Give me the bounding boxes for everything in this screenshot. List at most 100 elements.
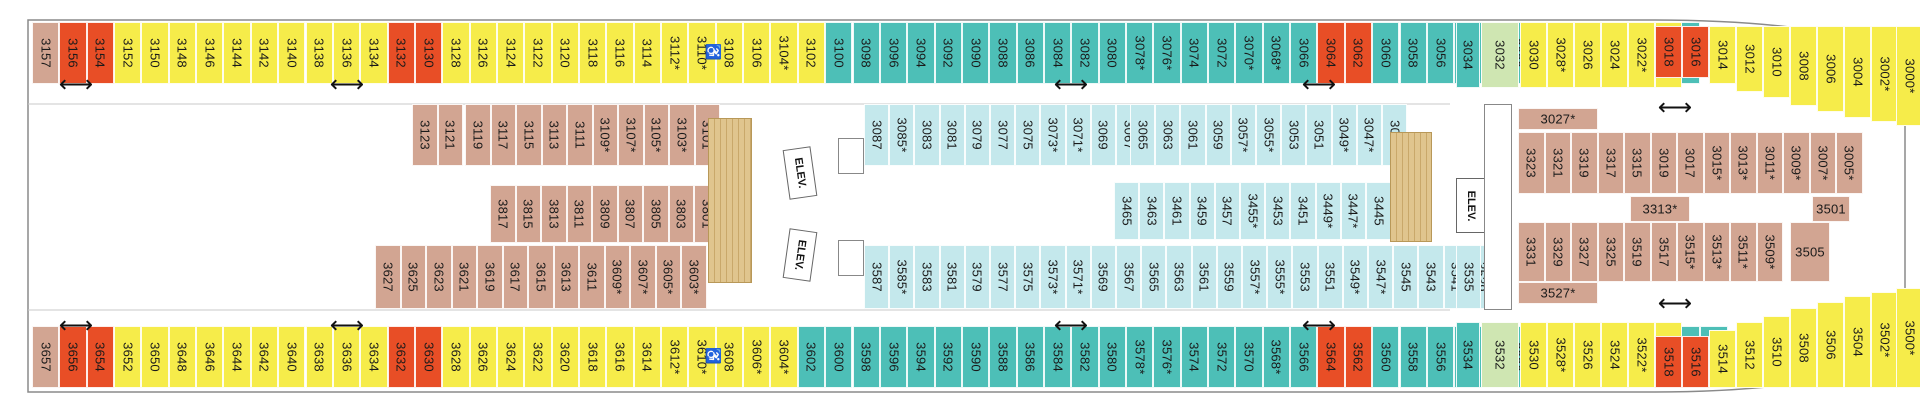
cabin-3104[interactable]: 3104* — [770, 22, 798, 84]
cabin-3513[interactable]: 3513* — [1703, 222, 1730, 282]
cabin-3124[interactable]: 3124 — [496, 22, 525, 84]
cabin-3079[interactable]: 3079 — [964, 104, 990, 166]
cabin-3100[interactable]: 3100 — [825, 22, 853, 84]
cabin-3315[interactable]: 3315 — [1624, 132, 1651, 194]
cabin-3111[interactable]: 3111 — [567, 104, 593, 166]
cabin-3588[interactable]: 3588 — [989, 326, 1017, 388]
cabin-3615[interactable]: 3615 — [528, 245, 554, 309]
cabin-3530[interactable]: 3530 — [1520, 322, 1547, 388]
cabin-3150[interactable]: 3150 — [141, 22, 169, 84]
cabin-3059[interactable]: 3059 — [1205, 104, 1231, 166]
cabin-3505[interactable]: 3505 — [1790, 222, 1830, 282]
cabin-3640[interactable]: 3640 — [278, 326, 306, 388]
cabin-3106[interactable]: 3106 — [743, 22, 771, 84]
cabin-3113[interactable]: 3113 — [541, 104, 567, 166]
cabin-3007[interactable]: 3007* — [1809, 132, 1836, 194]
cabin-3085[interactable]: 3085* — [889, 104, 915, 166]
cabin-3807[interactable]: 3807 — [617, 185, 643, 243]
cabin-3084[interactable]: 3084 — [1043, 22, 1072, 84]
cabin-3053[interactable]: 3053 — [1281, 104, 1307, 166]
cabin-3606[interactable]: 3606* — [743, 326, 771, 388]
cabin-3034[interactable]: 3034 — [1456, 22, 1480, 88]
cabin-3459[interactable]: 3459 — [1189, 182, 1215, 240]
cabin-3157[interactable]: 3157 — [32, 22, 60, 84]
cabin-3619[interactable]: 3619 — [477, 245, 503, 309]
cabin-3118[interactable]: 3118 — [579, 22, 607, 84]
cabin-3624[interactable]: 3624 — [496, 326, 525, 388]
cabin-3815[interactable]: 3815 — [515, 185, 541, 243]
cabin-3603[interactable]: 3603* — [681, 245, 707, 309]
cabin-3517[interactable]: 3517 — [1650, 222, 1677, 282]
cabin-3451[interactable]: 3451 — [1290, 182, 1316, 240]
cabin-3569[interactable]: 3569 — [1090, 245, 1116, 309]
cabin-3018[interactable]: 3018 — [1655, 26, 1682, 78]
cabin-3080[interactable]: 3080 — [1098, 22, 1126, 84]
cabin-3086[interactable]: 3086 — [1016, 22, 1044, 84]
cabin-3576[interactable]: 3576* — [1153, 326, 1181, 388]
cabin-3506[interactable]: 3506 — [1817, 302, 1844, 388]
cabin-3561[interactable]: 3561 — [1191, 245, 1217, 309]
cabin-3585[interactable]: 3585* — [889, 245, 915, 309]
cabin-3577[interactable]: 3577 — [990, 245, 1016, 309]
cabin-3071[interactable]: 3071* — [1065, 104, 1091, 166]
cabin-3562[interactable]: 3562 — [1344, 326, 1373, 388]
cabin-3567[interactable]: 3567 — [1116, 245, 1142, 309]
cabin-3108[interactable]: 3108 — [715, 22, 744, 84]
cabin-3077[interactable]: 3077 — [990, 104, 1016, 166]
cabin-3069[interactable]: 3069 — [1090, 104, 1116, 166]
cabin-3136[interactable]: 3136 — [332, 22, 361, 84]
cabin-3563[interactable]: 3563 — [1166, 245, 1192, 309]
cabin-3556[interactable]: 3556 — [1426, 326, 1455, 388]
cabin-3551[interactable]: 3551 — [1317, 245, 1343, 309]
cabin-3559[interactable]: 3559 — [1216, 245, 1242, 309]
cabin-3612[interactable]: 3612* — [661, 326, 689, 388]
cabin-3600[interactable]: 3600 — [825, 326, 853, 388]
cabin-3027[interactable]: 3027* — [1518, 108, 1598, 130]
cabin-3657[interactable]: 3657 — [32, 326, 60, 388]
cabin-3636[interactable]: 3636 — [332, 326, 361, 388]
cabin-3327[interactable]: 3327 — [1571, 222, 1598, 282]
cabin-3005[interactable]: 3005* — [1836, 132, 1863, 194]
cabin-3526[interactable]: 3526 — [1574, 322, 1601, 388]
cabin-3534[interactable]: 3534 — [1456, 322, 1480, 388]
cabin-3152[interactable]: 3152 — [114, 22, 142, 84]
cabin-3088[interactable]: 3088 — [989, 22, 1017, 84]
cabin-3524[interactable]: 3524 — [1601, 322, 1628, 388]
cabin-3813[interactable]: 3813 — [541, 185, 567, 243]
cabin-3115[interactable]: 3115 — [516, 104, 542, 166]
cabin-3560[interactable]: 3560 — [1372, 326, 1400, 388]
cabin-3654[interactable]: 3654 — [86, 326, 115, 388]
cabin-3122[interactable]: 3122 — [524, 22, 552, 84]
cabin-3072[interactable]: 3072 — [1208, 22, 1236, 84]
cabin-3634[interactable]: 3634 — [360, 326, 388, 388]
cabin-3568[interactable]: 3568* — [1262, 326, 1291, 388]
cabin-3581[interactable]: 3581 — [939, 245, 965, 309]
cabin-3094[interactable]: 3094 — [907, 22, 935, 84]
cabin-3132[interactable]: 3132 — [387, 22, 415, 84]
cabin-3463[interactable]: 3463 — [1139, 182, 1165, 240]
cabin-3103[interactable]: 3103* — [669, 104, 695, 166]
cabin-3010[interactable]: 3010 — [1763, 26, 1790, 98]
cabin-3019[interactable]: 3019 — [1650, 132, 1677, 194]
cabin-3032[interactable]: 3032 — [1481, 22, 1519, 88]
cabin-3026[interactable]: 3026 — [1574, 22, 1601, 88]
cabin-3024[interactable]: 3024 — [1601, 22, 1628, 88]
cabin-3622[interactable]: 3622 — [524, 326, 552, 388]
cabin-3060[interactable]: 3060 — [1372, 22, 1400, 84]
cabin-3313[interactable]: 3313* — [1630, 196, 1690, 222]
cabin-3512[interactable]: 3512 — [1736, 322, 1763, 388]
cabin-3120[interactable]: 3120 — [551, 22, 579, 84]
cabin-3625[interactable]: 3625 — [400, 245, 426, 309]
cabin-3074[interactable]: 3074 — [1180, 22, 1209, 84]
cabin-3579[interactable]: 3579 — [964, 245, 990, 309]
cabin-3030[interactable]: 3030 — [1520, 22, 1547, 88]
cabin-3119[interactable]: 3119 — [465, 104, 491, 166]
cabin-3092[interactable]: 3092 — [934, 22, 962, 84]
cabin-3620[interactable]: 3620 — [551, 326, 579, 388]
cabin-3144[interactable]: 3144 — [223, 22, 251, 84]
cabin-3580[interactable]: 3580 — [1098, 326, 1126, 388]
cabin-3623[interactable]: 3623 — [426, 245, 452, 309]
cabin-3064[interactable]: 3064 — [1317, 22, 1345, 84]
cabin-3008[interactable]: 3008 — [1790, 26, 1817, 106]
cabin-3613[interactable]: 3613 — [553, 245, 579, 309]
